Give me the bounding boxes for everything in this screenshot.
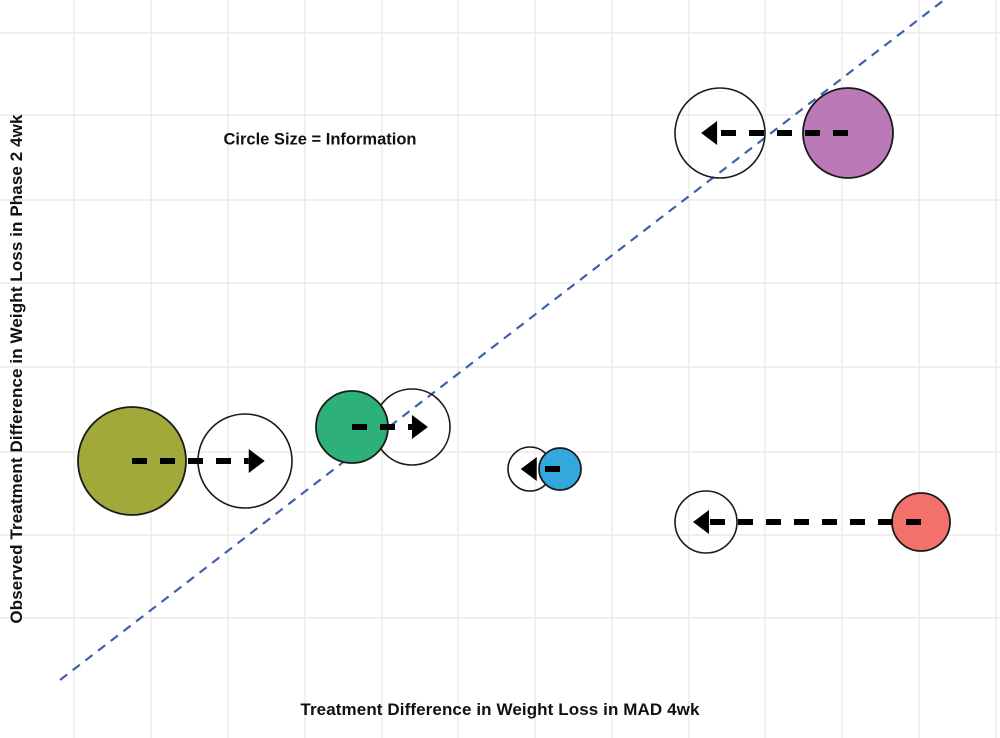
green-pair <box>315 388 451 466</box>
connector-arrowhead <box>692 510 709 534</box>
red-pair <box>674 490 951 554</box>
circle-size-annotation: Circle Size = Information <box>223 130 417 149</box>
y-axis-title: Observed Treatment Difference in Weight … <box>7 114 26 624</box>
open-circle-red-pair[interactable] <box>674 490 738 554</box>
data-series-group <box>77 87 951 554</box>
x-axis-title: Treatment Difference in Weight Loss in M… <box>300 700 700 719</box>
identity-reference-line <box>59 0 945 681</box>
blue-pair <box>507 446 582 492</box>
olive-pair <box>77 406 293 516</box>
connector-arrowhead <box>520 457 537 481</box>
identity-line <box>59 0 945 681</box>
open-circle-purple-pair[interactable] <box>674 87 766 179</box>
connector-arrowhead <box>248 449 265 473</box>
connector-arrowhead <box>701 121 718 145</box>
connector-arrowhead <box>411 415 428 439</box>
purple-pair <box>674 87 894 179</box>
